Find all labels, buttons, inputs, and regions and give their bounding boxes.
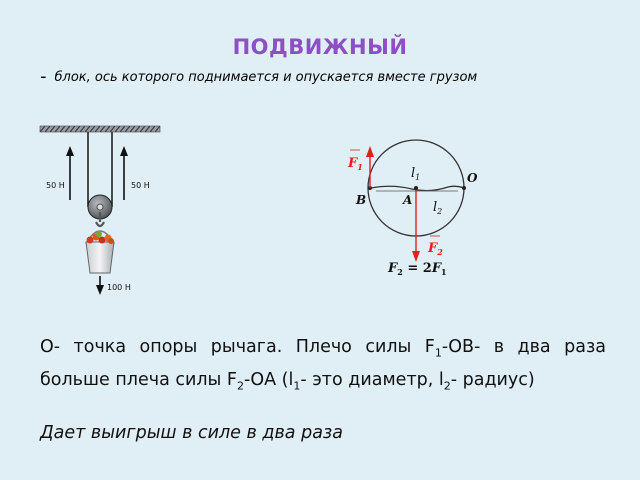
lever-diagram: F1 l1 O B A l2 F2 F2 = 2F1: [347, 139, 478, 277]
label-l2: l2: [433, 200, 442, 216]
force-label-down: 100 Н: [107, 283, 131, 292]
force-label-left: 50 Н: [46, 181, 65, 190]
subscript: 1: [434, 346, 442, 360]
explanation-text: О- точка опоры рычага. Плечо силы F1-ОВ-…: [40, 334, 606, 399]
label-O: O: [467, 171, 478, 185]
arrowhead-left: [66, 146, 74, 156]
subscript: 2: [443, 379, 451, 392]
explanation-part: - радиус): [450, 369, 535, 390]
point-A: [414, 186, 418, 190]
explanation-part: О- точка опоры рычага. Плечо силы F: [40, 337, 435, 357]
bucket: [85, 241, 115, 274]
arrowhead-right: [120, 146, 128, 156]
movable-pulley-figure: 50 Н 50 Н 100 Н: [39, 125, 161, 295]
explanation-part: -ОА (l: [244, 369, 294, 390]
force-F1-head: [366, 146, 374, 157]
lever-line: [370, 185, 465, 192]
arrowhead-down: [96, 285, 104, 295]
point-O: [462, 186, 466, 190]
label-F2: F2: [427, 241, 443, 257]
apples: [86, 231, 114, 244]
explanation-part: -ОВ- в два раза больше плеча силы F: [40, 337, 606, 390]
formula-F2-equals-2F1: F2 = 2F1: [387, 261, 447, 277]
pulley-axle: [96, 203, 104, 211]
label-F1: F1: [347, 156, 363, 172]
subscript: 2: [237, 379, 244, 392]
subtitle-dash: -: [40, 66, 47, 87]
label-B: B: [355, 193, 366, 207]
slide-subtitle: -блок, ось которого поднимается и опуска…: [40, 66, 630, 87]
subscript: 1: [293, 379, 301, 392]
ceiling-beam: [39, 125, 161, 133]
label-l1: l1: [411, 166, 420, 182]
pulley-hook: [95, 212, 105, 228]
conclusion-text: Дает выигрыш в силе в два раза: [40, 423, 343, 443]
force-F2-head: [412, 251, 420, 262]
explanation-part: - это диаметр, l: [300, 369, 444, 390]
subtitle-text: блок, ось которого поднимается и опускае…: [54, 70, 478, 85]
force-label-right: 50 Н: [131, 181, 150, 190]
label-A: A: [402, 193, 412, 207]
slide-title: ПОДВИЖНЫЙ: [232, 35, 408, 59]
